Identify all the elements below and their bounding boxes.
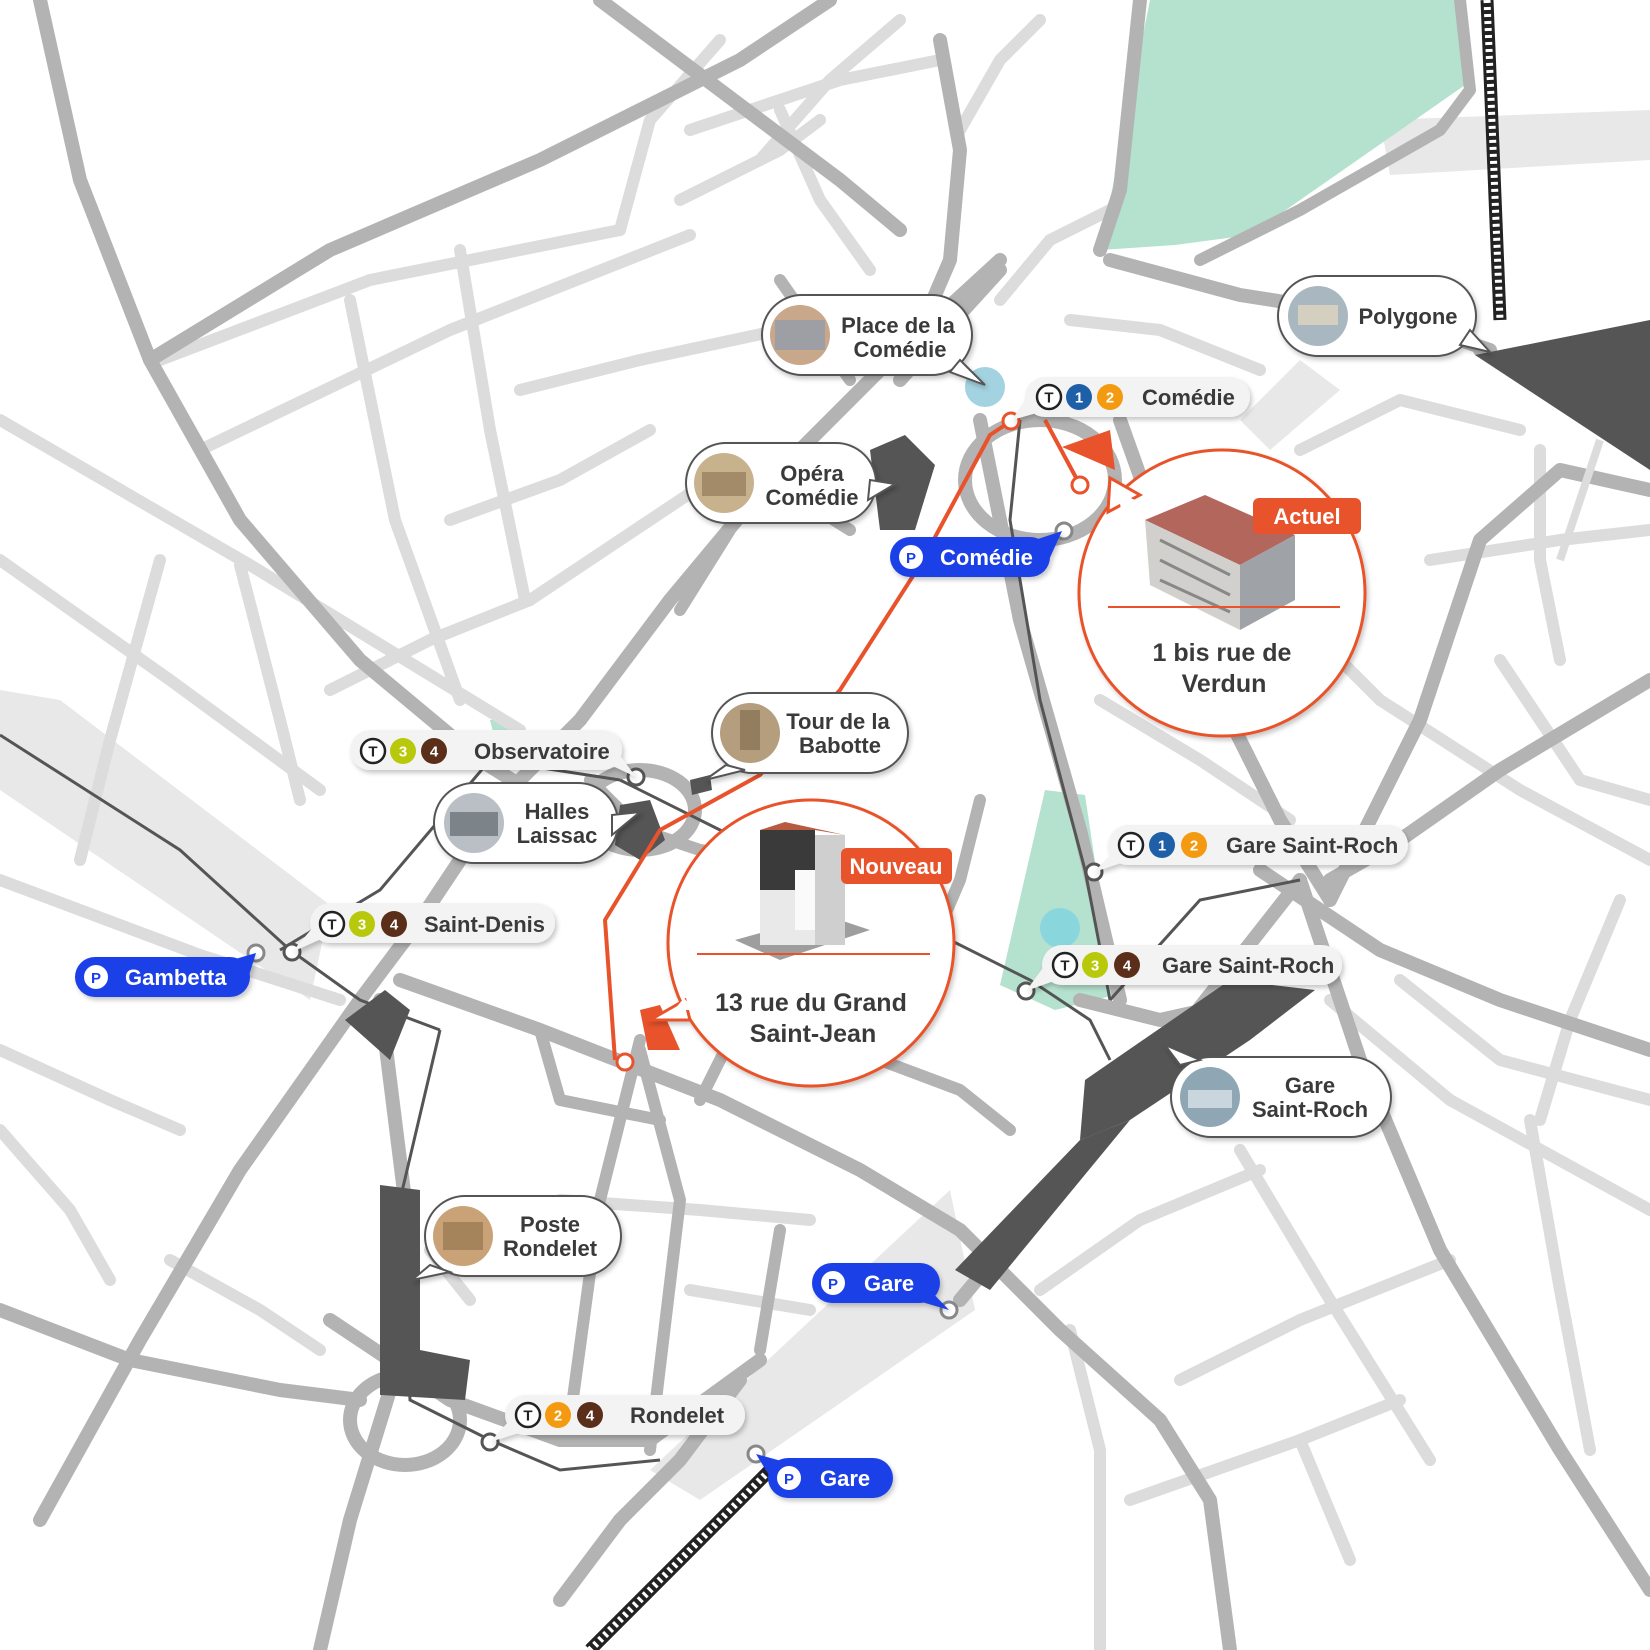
tram-stop-name: Observatoire: [474, 739, 610, 764]
line-3-badge: [390, 738, 416, 764]
svg-text:Comédie: Comédie: [854, 337, 947, 362]
landmark-place-de-la-comedie[interactable]: Place de la Comédie: [761, 294, 986, 386]
svg-text:Tour de la: Tour de la: [786, 709, 890, 734]
parking-gambetta[interactable]: [75, 953, 256, 997]
parking-icon: [777, 1466, 801, 1490]
svg-text:Babotte: Babotte: [799, 733, 881, 758]
svg-text:Rondelet: Rondelet: [503, 1236, 598, 1261]
parking-name: Comédie: [940, 545, 1033, 570]
line-2-badge: [545, 1402, 571, 1428]
line-1-badge: [1066, 384, 1092, 410]
tram-stop-name: Comédie: [1142, 385, 1235, 410]
svg-text:2: 2: [1190, 838, 1198, 855]
location-current-callout[interactable]: Actuel 1 bis rue de Verdun: [1062, 430, 1367, 738]
svg-text:Verdun: Verdun: [1182, 670, 1267, 698]
landmark-halles-laissac[interactable]: Halles Laissac: [433, 782, 644, 864]
svg-text:T: T: [523, 1408, 532, 1425]
parking-icon: [84, 965, 108, 989]
svg-text:T: T: [327, 917, 336, 934]
svg-text:Actuel: Actuel: [1273, 504, 1340, 529]
svg-text:T: T: [1060, 958, 1069, 975]
svg-text:1: 1: [1075, 390, 1083, 407]
svg-text:P: P: [784, 1471, 794, 1488]
parking-gare-north[interactable]: [812, 1263, 949, 1310]
svg-text:2: 2: [554, 1408, 562, 1425]
parking-gare-south[interactable]: [756, 1454, 893, 1498]
tram-stop-gare-saint-roch-1-2[interactable]: [1094, 825, 1408, 872]
svg-text:P: P: [828, 1276, 838, 1293]
tram-icon: [1117, 831, 1145, 859]
svg-text:Nouveau: Nouveau: [850, 854, 943, 879]
svg-text:3: 3: [358, 917, 366, 934]
svg-text:1: 1: [1158, 838, 1166, 855]
tram-icon: [1035, 383, 1063, 411]
line-1-badge: [1149, 832, 1175, 858]
minor-roads: [0, 14, 1650, 1650]
parking-comedie[interactable]: [890, 531, 1062, 577]
svg-text:4: 4: [430, 744, 439, 761]
landmark-poste-rondelet[interactable]: Poste Rondelet: [411, 1195, 622, 1281]
svg-text:Saint-Jean: Saint-Jean: [750, 1020, 876, 1048]
landmark-tour-de-la-babotte[interactable]: Tour de la Babotte: [704, 692, 909, 781]
svg-text:T: T: [1126, 838, 1135, 855]
location-new-callout[interactable]: Nouveau 13 rue du Grand Saint-Jean: [640, 798, 956, 1088]
tram-stop-observatoire[interactable]: [350, 730, 636, 777]
tram-stop-name: Saint-Denis: [424, 912, 545, 937]
line-3-badge: [1082, 952, 1108, 978]
parking-name: Gare: [820, 1466, 870, 1491]
tram-symbol: T: [1044, 390, 1053, 407]
svg-text:Gare: Gare: [1285, 1073, 1335, 1098]
line-4-badge: [421, 738, 447, 764]
new-badge: [841, 848, 952, 884]
svg-text:Poste: Poste: [520, 1212, 580, 1237]
svg-text:Polygone: Polygone: [1358, 304, 1457, 329]
svg-text:Place de la: Place de la: [841, 313, 956, 338]
line-2-badge: [1097, 384, 1123, 410]
tram-icon: [1051, 951, 1079, 979]
tram-stop-name: Rondelet: [630, 1403, 725, 1428]
svg-text:Saint-Roch: Saint-Roch: [1252, 1097, 1368, 1122]
line-2-badge: [1181, 832, 1207, 858]
svg-text:4: 4: [1123, 958, 1132, 975]
tram-icon: [318, 910, 346, 938]
new-building-icon: [735, 822, 870, 960]
tram-stop-gare-saint-roch-3-4[interactable]: [1026, 945, 1342, 991]
parking-name: Gare: [864, 1271, 914, 1296]
tram-stop-name: Gare Saint-Roch: [1162, 953, 1334, 978]
line-4-badge: [381, 911, 407, 937]
svg-text:T: T: [368, 744, 377, 761]
line-3-badge: [349, 911, 375, 937]
svg-text:P: P: [906, 550, 916, 567]
svg-text:3: 3: [1091, 958, 1099, 975]
line-4-badge: [1114, 952, 1140, 978]
svg-text:3: 3: [399, 744, 407, 761]
svg-text:P: P: [91, 970, 101, 987]
svg-text:13 rue du Grand: 13 rue du Grand: [715, 989, 907, 1017]
svg-text:Laissac: Laissac: [517, 823, 598, 848]
svg-text:2: 2: [1106, 390, 1114, 407]
landmark-polygone[interactable]: Polygone: [1277, 275, 1493, 357]
svg-text:Opéra: Opéra: [780, 461, 844, 486]
current-badge: [1253, 498, 1361, 534]
svg-text:4: 4: [390, 917, 399, 934]
svg-text:Halles: Halles: [525, 799, 590, 824]
landmark-gare-saint-roch[interactable]: Gare Saint-Roch: [1161, 1042, 1392, 1138]
tram-icon: [359, 737, 387, 765]
tram-stop-name: Gare Saint-Roch: [1226, 833, 1398, 858]
tram-icon: [514, 1401, 542, 1429]
parking-icon: [899, 545, 923, 569]
line-4-badge: [577, 1402, 603, 1428]
parking-name: Gambetta: [125, 965, 227, 990]
parking-icon: [821, 1271, 845, 1295]
svg-text:1 bis rue de: 1 bis rue de: [1153, 639, 1292, 667]
svg-text:4: 4: [586, 1408, 595, 1425]
railways: [585, 0, 1604, 1650]
landmark-opera-comedie[interactable]: Opéra Comédie: [685, 442, 898, 524]
svg-text:Comédie: Comédie: [766, 485, 859, 510]
